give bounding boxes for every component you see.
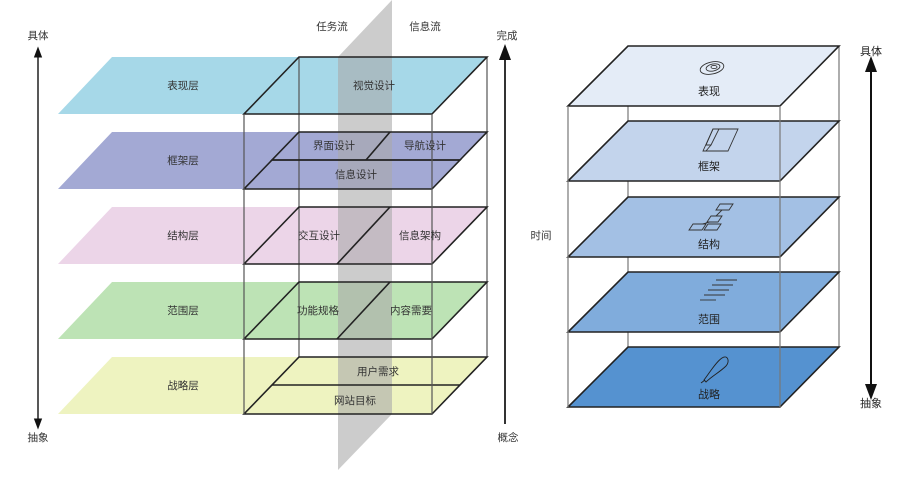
layer-label-skeleton-r: 框架 xyxy=(698,160,720,173)
axis-bottom-label-r: 抽象 xyxy=(860,396,882,410)
wireframe-icon xyxy=(702,128,739,152)
sitemap-icon xyxy=(688,203,734,231)
time-axis-bottom-label: 概念 xyxy=(498,431,519,444)
cell-visual-design: 视觉设计 xyxy=(353,79,395,92)
cell-interface-design: 界面设计 xyxy=(313,139,355,152)
time-axis-middle-label: 时间 xyxy=(531,229,552,242)
axis-bottom-label: 抽象 xyxy=(28,431,49,444)
layer-label-structure: 结构层 xyxy=(167,229,199,242)
lightbulb-icon xyxy=(700,356,729,384)
right-diagram: 表现 框架 结构 范围 战略 具体 抽象 xyxy=(566,44,882,410)
box-front-lines xyxy=(567,106,781,407)
layer-label-strategy: 战略层 xyxy=(167,379,199,392)
axis-top-label-r: 具体 xyxy=(860,44,882,58)
list-lines-icon xyxy=(700,279,737,301)
axis-top-label: 具体 xyxy=(28,30,49,42)
layer-label-strategy-r: 战略 xyxy=(698,387,720,401)
task-flow-label: 任务流 xyxy=(316,20,348,33)
layer-label-scope-r: 范围 xyxy=(698,312,720,326)
info-flow-label: 信息流 xyxy=(409,20,441,33)
cell-content-requirements: 内容需要 xyxy=(390,304,432,317)
layer-label-surface-r: 表现 xyxy=(698,84,720,98)
cell-information-design: 信息设计 xyxy=(335,168,377,181)
layer-label-surface: 表现层 xyxy=(167,79,199,92)
cell-information-architecture: 信息架构 xyxy=(399,229,441,242)
layer-outline xyxy=(242,131,489,190)
cell-navigation-design: 导航设计 xyxy=(404,139,446,152)
layer-label-skeleton: 框架层 xyxy=(167,154,199,167)
cell-site-objectives: 网站目标 xyxy=(334,394,376,407)
frame-front-lines xyxy=(243,114,433,414)
left-diagram: 视觉设计 界面设计 导航设计 信息设计 交互设计 信息架构 功能规格 内容需要 … xyxy=(28,0,552,470)
eye-swirl-icon xyxy=(699,61,725,75)
cell-interaction-design: 交互设计 xyxy=(298,229,340,242)
cell-functional-spec: 功能规格 xyxy=(297,304,339,317)
time-axis-top-label: 完成 xyxy=(497,29,518,42)
layer-label-structure-r: 结构 xyxy=(698,237,720,251)
cell-user-needs: 用户需求 xyxy=(357,365,399,378)
layer-label-scope: 范围层 xyxy=(167,304,199,317)
